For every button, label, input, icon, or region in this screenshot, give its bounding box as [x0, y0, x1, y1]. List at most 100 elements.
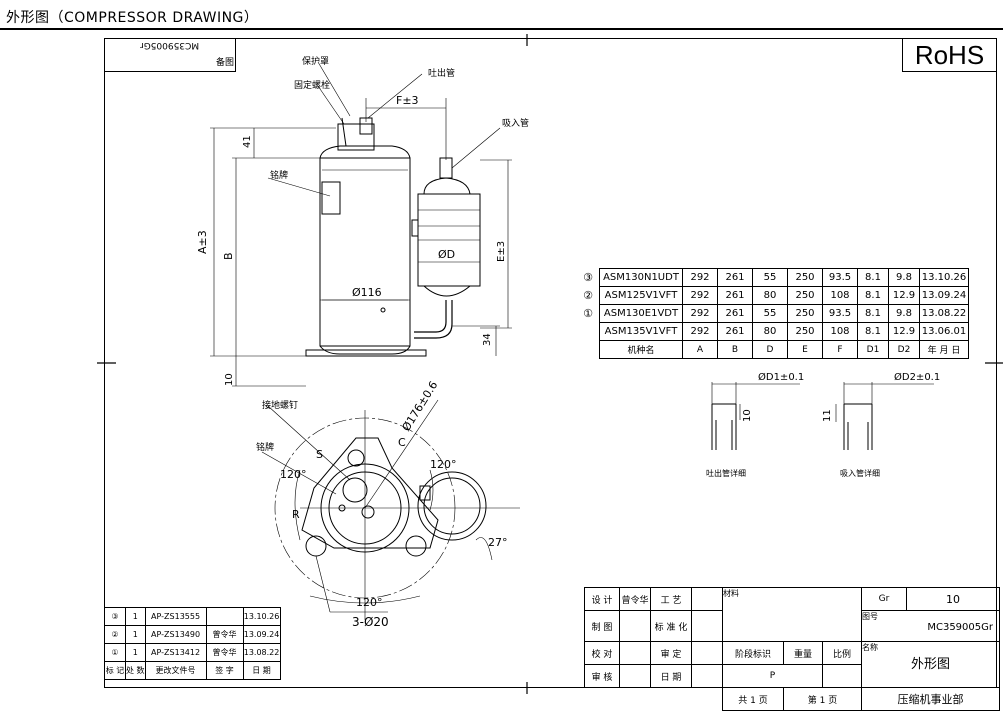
label-angle-120-bottom: 120° [356, 596, 383, 609]
spec-cell: 8.1 [857, 286, 889, 305]
spec-header-cell: D [752, 340, 788, 359]
spec-cell: 261 [717, 322, 753, 341]
spec-cell: 292 [682, 304, 718, 323]
spec-cell: 12.9 [888, 322, 920, 341]
spec-cell: 8.1 [857, 268, 889, 287]
tb-name: 外形图 [910, 657, 950, 672]
spec-header-cell: D1 [857, 340, 889, 359]
revision-header-cell: 处 数 [125, 661, 146, 680]
spec-header-cell: 机种名 [599, 340, 683, 359]
spec-cell: 9.8 [888, 304, 920, 323]
spec-cell: ASM135V1VFT [599, 322, 683, 341]
spec-cell: 250 [787, 304, 823, 323]
spec-cell: 12.9 [888, 286, 920, 305]
spec-cell: 8.1 [857, 304, 889, 323]
label-b-dim: B [222, 252, 235, 260]
tb-stage-value: P [722, 664, 823, 688]
revision-cell: 1 [125, 607, 146, 626]
label-r: R [292, 508, 300, 521]
label-discharge-detail: 吐出管详细 [706, 468, 746, 478]
label-d2-depth: 11 [822, 409, 833, 422]
revision-cell [205, 607, 244, 626]
spec-cell: 13.06.01 [919, 322, 969, 341]
revision-header-cell: 标 记 [104, 661, 126, 680]
label-d10: 10 [224, 373, 235, 386]
corner-sub: 备图 [216, 58, 235, 68]
revision-header-cell: 签 字 [205, 661, 244, 680]
title-block: 设 计 曾令华 工 艺 材料 Gr 10 制 图 标 准 化 图号 MC3590… [584, 587, 1000, 711]
label-dia116: Ø116 [352, 286, 382, 299]
revision-cell: 曾令华 [205, 643, 244, 662]
label-c: C [398, 436, 406, 449]
label-angle-120-left: 120° [280, 468, 307, 481]
tb-standard: 标 准 化 [650, 610, 692, 642]
revision-cell: AP-ZS13412 [144, 643, 207, 662]
tb-gr-value: 10 [906, 587, 1000, 611]
spec-cell: 55 [752, 304, 788, 323]
label-d34: 34 [482, 333, 493, 346]
tb-design: 设 计 [584, 587, 620, 611]
tb-total: 共 1 页 [722, 687, 784, 711]
dimension-lines [210, 61, 512, 387]
tb-weight: 重量 [783, 641, 823, 665]
corner-label-box: MC359005Gr 备图 [104, 38, 236, 72]
label-d41: 41 [242, 135, 253, 148]
spec-cell: 8.1 [857, 322, 889, 341]
spec-row-mark: ② [583, 289, 593, 302]
tb-drawing-no: MC359005Gr [927, 622, 993, 633]
tb-stage: 阶段标识 [722, 641, 784, 665]
spec-cell: 250 [787, 268, 823, 287]
label-d1-dim: ØD1±0.1 [758, 371, 804, 383]
tb-designer: 曾令华 [619, 587, 651, 611]
spec-cell: 93.5 [822, 268, 858, 287]
spec-header-cell: B [717, 340, 753, 359]
rohs-badge: RoHS [902, 38, 997, 72]
revision-cell: 1 [125, 625, 146, 644]
spec-cell: 9.8 [888, 268, 920, 287]
label-d-dim: ØD [438, 248, 455, 261]
revision-cell: AP-ZS13490 [144, 625, 207, 644]
revision-cell: 1 [125, 643, 146, 662]
pipe-details [711, 382, 934, 450]
revision-header-row: 标 记处 数更改文件号签 字日 期 [104, 661, 281, 680]
spec-cell: ASM130N1UDT [599, 268, 683, 287]
spec-cell: 13.10.26 [919, 268, 969, 287]
revision-cell: 13.09.24 [242, 625, 281, 644]
revision-cell: 13.10.26 [242, 607, 281, 626]
spec-cell: 80 [752, 286, 788, 305]
header-rule [0, 28, 1003, 30]
tb-drawing-no-label: 图号 [862, 612, 879, 621]
tb-material: 材料 [723, 589, 740, 598]
revision-cell: 曾令华 [205, 625, 244, 644]
tb-draw: 制 图 [584, 610, 620, 642]
spec-cell: 108 [822, 322, 858, 341]
revision-cell: ③ [104, 607, 126, 626]
tb-scale: 比例 [822, 641, 862, 665]
label-ground-screw: 接地螺钉 [262, 399, 298, 411]
spec-cell: ASM130E1VDT [599, 304, 683, 323]
spec-cell: 93.5 [822, 304, 858, 323]
spec-cell: 13.09.24 [919, 286, 969, 305]
label-a-dim: A±3 [196, 230, 209, 254]
label-nameplate: 铭牌 [270, 169, 288, 181]
spec-cell: 292 [682, 268, 718, 287]
spec-cell: 13.08.22 [919, 304, 969, 323]
revision-header-cell: 日 期 [242, 661, 281, 680]
spec-cell: 292 [682, 286, 718, 305]
spec-cell: 250 [787, 286, 823, 305]
spec-cell: 80 [752, 322, 788, 341]
spec-row-mark [577, 323, 600, 341]
tb-check: 校 对 [584, 641, 620, 665]
spec-cell: 261 [717, 286, 753, 305]
spec-row-mark: ③ [583, 271, 593, 284]
label-d1-depth: 10 [742, 409, 753, 422]
